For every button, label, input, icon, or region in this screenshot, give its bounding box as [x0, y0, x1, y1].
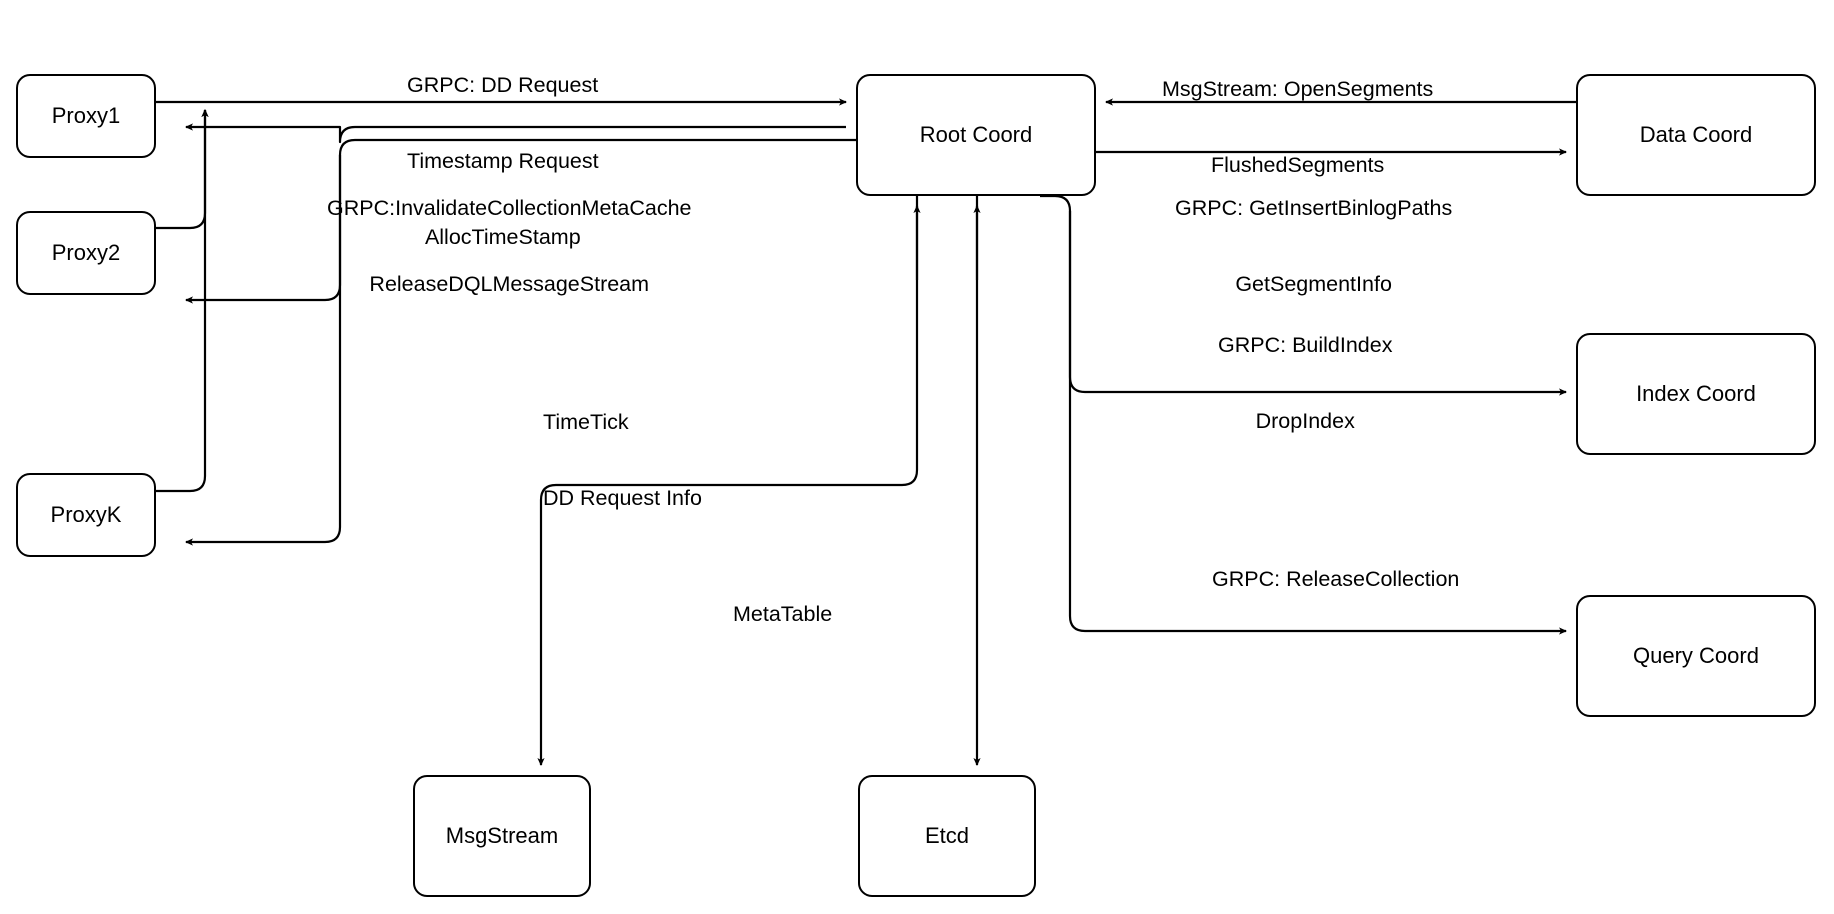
edge-label-line: Timestamp Request: [407, 148, 599, 173]
node-proxyk-label: ProxyK: [50, 502, 122, 528]
node-proxy1-label: Proxy1: [51, 103, 121, 129]
node-proxy1[interactable]: Proxy1: [16, 74, 156, 158]
node-datacoord[interactable]: Data Coord: [1576, 74, 1816, 196]
node-etcd[interactable]: Etcd: [858, 775, 1036, 897]
edge-label-proxy-to-rootcoord: GRPC: DD Request Timestamp Request Alloc…: [407, 22, 599, 301]
edge-label-line: MetaTable: [733, 601, 833, 626]
edge-label-line: FlushedSegments: [1210, 152, 1385, 177]
edge-label-line: GetSegmentInfo: [1235, 271, 1392, 296]
edge-label-line: GRPC:InvalidateCollectionMetaCache: [327, 195, 692, 220]
node-indexcoord-label: Index Coord: [1636, 381, 1756, 407]
edge-label-line: GRPC: DD Request: [407, 72, 599, 97]
edge-rootcoord-to-querycoord: [1068, 211, 1567, 635]
node-proxyk[interactable]: ProxyK: [16, 473, 156, 557]
edge-label-line: DD Request Info: [543, 485, 702, 510]
edge-label-line: AllocTimeStamp: [424, 224, 581, 249]
edge-rootcoord-to-msgstream: [537, 196, 919, 766]
edge-rootcoord-to-proxy1: [186, 127, 846, 144]
node-querycoord-label: Query Coord: [1633, 643, 1759, 669]
edge-label-rootcoord-to-indexcoord: GRPC: BuildIndex DropIndex: [1218, 282, 1392, 485]
node-datacoord-label: Data Coord: [1639, 122, 1753, 148]
edge-label-line: DropIndex: [1255, 408, 1355, 433]
node-etcd-label: Etcd: [924, 823, 970, 849]
edge-label-line: GRPC: ReleaseCollection: [1212, 566, 1460, 591]
node-msgstream[interactable]: MsgStream: [413, 775, 591, 897]
node-msgstream-label: MsgStream: [445, 823, 559, 849]
edge-label-rootcoord-to-proxy: GRPC:InvalidateCollectionMetaCache Relea…: [327, 145, 691, 348]
node-proxy2[interactable]: Proxy2: [16, 211, 156, 295]
node-querycoord[interactable]: Query Coord: [1576, 595, 1816, 717]
edge-label-line: GRPC: GetInsertBinlogPaths: [1175, 195, 1453, 220]
edge-label-line: TimeTick: [543, 409, 629, 434]
edge-label-rootcoord-to-datacoord: GRPC: GetInsertBinlogPaths GetSegmentInf…: [1175, 145, 1452, 348]
edge-label-datacoord-to-rootcoord: MsgStream: OpenSegments FlushedSegments: [1162, 26, 1433, 229]
node-rootcoord-label: Root Coord: [919, 122, 1033, 148]
edge-proxyk-to-trunk: [156, 109, 209, 493]
edge-label-rootcoord-to-querycoord: GRPC: ReleaseCollection: [1212, 516, 1459, 643]
node-proxy2-label: Proxy2: [51, 240, 121, 266]
edge-label-rootcoord-to-etcd: MetaTable: [733, 551, 832, 678]
edge-label-line: GRPC: BuildIndex: [1218, 332, 1393, 357]
edge-label-line: ReleaseDQLMessageStream: [369, 271, 650, 296]
node-rootcoord[interactable]: Root Coord: [856, 74, 1096, 196]
node-indexcoord[interactable]: Index Coord: [1576, 333, 1816, 455]
edge-label-line: MsgStream: OpenSegments: [1162, 76, 1434, 101]
edge-label-rootcoord-to-msgstream: TimeTick DD Request Info: [543, 359, 702, 562]
edge-rootcoord-to-proxyk: [185, 155, 342, 546]
